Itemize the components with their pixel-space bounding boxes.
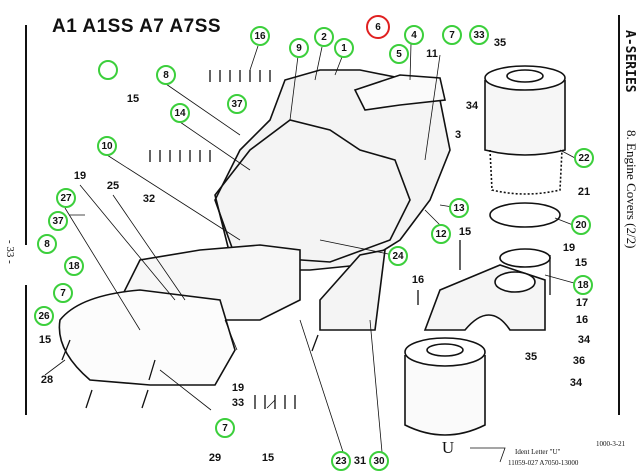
right-border (618, 15, 620, 245)
label-36: 36 (572, 355, 586, 367)
left-border (25, 25, 27, 245)
ident-caption: Ident Letter "U" (515, 448, 561, 456)
label-16b: 16 (575, 314, 589, 326)
air-filter-base (489, 202, 561, 228)
series-label: A-SERIES (622, 30, 637, 93)
callout-26: 26 (34, 306, 54, 326)
callout-13: 13 (449, 198, 469, 218)
label-29: 29 (208, 452, 222, 464)
page-number: - 33 - (4, 240, 16, 264)
label-16: 16 (411, 274, 425, 286)
label-31: 31 (353, 455, 367, 467)
callout-33: 33 (469, 25, 489, 45)
callout-4: 4 (404, 25, 424, 45)
callout-10: 10 (97, 136, 117, 156)
callout-7b: 7 (53, 283, 73, 303)
callout-8: 8 (156, 65, 176, 85)
right-border-lower (618, 245, 620, 415)
callout-37b: 37 (48, 211, 68, 231)
clamp (499, 248, 551, 268)
callout-24: 24 (388, 246, 408, 266)
callout-12: 12 (431, 224, 451, 244)
callout-5: 5 (389, 44, 409, 64)
callout-27: 27 (56, 188, 76, 208)
callout-7: 7 (442, 25, 462, 45)
label-19c: 19 (231, 382, 245, 394)
label-15e: 15 (261, 452, 275, 464)
serial-range: 11059-027 A7050-13000 (508, 459, 579, 467)
callout-18: 18 (573, 275, 593, 295)
callout-23: 23 (331, 451, 351, 471)
label-15d: 15 (38, 334, 52, 346)
label-25: 25 (106, 180, 120, 192)
ident-letter: U (441, 438, 455, 457)
label-3: 3 (454, 129, 462, 141)
callout-7c: 7 (215, 418, 235, 438)
label-11: 11 (426, 48, 438, 60)
label-15c: 15 (574, 257, 588, 269)
label-34: 34 (465, 100, 479, 112)
label-21: 21 (577, 186, 591, 198)
callout-empty (98, 60, 118, 80)
page-title: A1 A1SS A7 A7SS (52, 16, 222, 37)
intake-tube (353, 74, 446, 111)
callout-1: 1 (334, 38, 354, 58)
label-19b: 19 (562, 242, 576, 254)
label-32: 32 (142, 193, 156, 205)
callout-8b: 8 (37, 234, 57, 254)
label-33: 33 (231, 397, 245, 409)
callout-14: 14 (170, 103, 190, 123)
label-35b: 35 (524, 351, 538, 363)
callout-6-highlighted: 6 (366, 15, 390, 39)
callout-20: 20 (571, 215, 591, 235)
callout-9: 9 (289, 38, 309, 58)
label-15b: 15 (458, 226, 472, 238)
label-17: 17 (575, 297, 589, 309)
label-34c: 34 (569, 377, 583, 389)
callout-2: 2 (314, 27, 334, 47)
left-border-lower (25, 285, 27, 415)
callout-30: 30 (369, 451, 389, 471)
air-cleaner-cover (404, 355, 486, 436)
section-title: 8. Engine Covers (2/2) (624, 130, 639, 249)
callout-18b: 18 (64, 256, 84, 276)
generator-cover (58, 289, 236, 386)
callout-22: 22 (574, 148, 594, 168)
label-15: 15 (126, 93, 140, 105)
callout-16: 16 (250, 26, 270, 46)
label-28: 28 (40, 374, 54, 386)
gasket (214, 119, 411, 263)
air-filter-element (484, 80, 566, 156)
label-19: 19 (73, 170, 87, 182)
footer-code: 1000-3-21 (596, 440, 626, 448)
label-34b: 34 (577, 334, 591, 346)
chain-guard (319, 248, 386, 331)
callout-37: 37 (227, 94, 247, 114)
label-35: 35 (493, 37, 507, 49)
